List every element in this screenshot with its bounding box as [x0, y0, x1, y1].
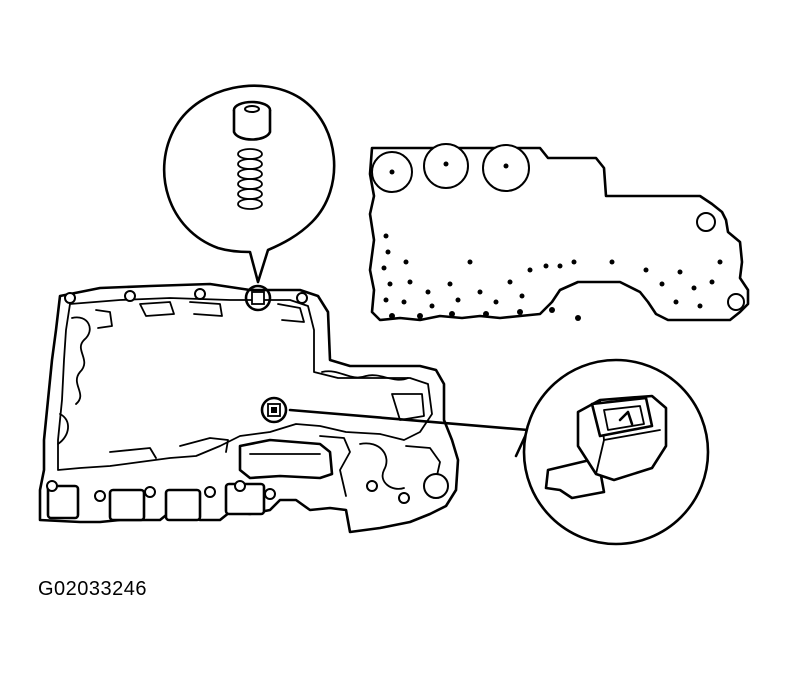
valve-body-bolt-holes [46, 288, 410, 504]
check-valve-spring [237, 148, 263, 210]
sensor-part-icon [544, 394, 668, 500]
check-valve-location [244, 284, 272, 312]
sensor-callout [522, 358, 710, 546]
valve-body-bottom-lugs [46, 473, 449, 522]
check-valve-callout [162, 84, 336, 284]
separator-plate-holes [381, 233, 723, 321]
separator-plate [368, 143, 750, 322]
lower-valve-body [38, 282, 460, 534]
sensor-location [260, 396, 288, 424]
figure-id-label: G02033246 [38, 578, 148, 600]
check-valve-retainer [232, 100, 272, 141]
